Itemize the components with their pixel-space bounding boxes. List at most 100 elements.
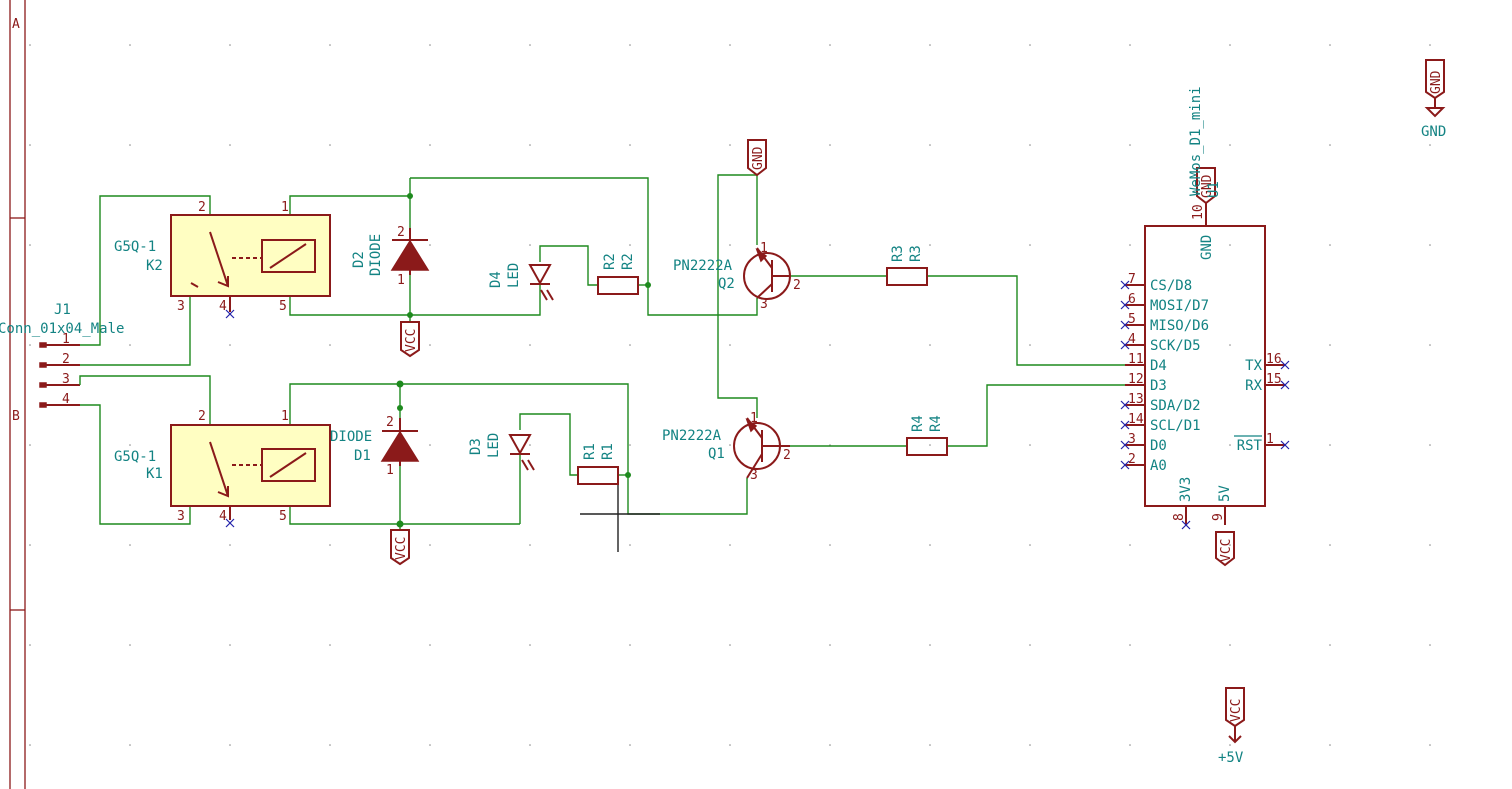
j1-ref: J1 xyxy=(54,302,71,318)
resistor-r3[interactable]: R3 R3 xyxy=(886,245,928,286)
k2-ref: K2 xyxy=(146,258,163,274)
svg-text:D0: D0 xyxy=(1150,438,1167,454)
vcc-flag-top[interactable]: VCC xyxy=(400,321,420,358)
transistor-q2[interactable]: PN2222A Q2 1 2 3 xyxy=(673,241,801,312)
resistor-r1[interactable]: R1 R1 xyxy=(577,443,619,485)
junctions xyxy=(396,193,651,528)
svg-text:VCC: VCC xyxy=(1219,539,1234,562)
vcc-flag-mcu[interactable]: VCC xyxy=(1215,531,1235,567)
svg-text:A0: A0 xyxy=(1150,458,1167,474)
r3-ref: R3 xyxy=(890,245,906,262)
grid-dots xyxy=(29,44,1431,746)
svg-text:2: 2 xyxy=(386,415,394,430)
gnd-symbol-value: GND xyxy=(1421,124,1446,140)
svg-text:4: 4 xyxy=(219,509,227,524)
gnd-flag-mcu[interactable]: GND xyxy=(1196,167,1216,205)
d1-ref: D1 xyxy=(354,448,371,464)
svg-text:RST: RST xyxy=(1237,438,1263,454)
vcc-power-symbol[interactable]: VCC +5V xyxy=(1218,687,1245,766)
r4-ref: R4 xyxy=(910,415,926,432)
mcu-pin-6[interactable]: 6 MOSI/D7 xyxy=(1120,292,1209,314)
d4-value: LED xyxy=(506,263,522,288)
relay-k2[interactable]: G5Q-1 K2 2 1 3 4 5 xyxy=(114,200,331,314)
mcu-pin-12[interactable]: 12 D3 xyxy=(1125,372,1167,394)
svg-text:2: 2 xyxy=(198,409,206,424)
svg-text:SCL/D1: SCL/D1 xyxy=(1150,418,1201,434)
q2-ref: Q2 xyxy=(718,276,735,292)
mcu-pin-2[interactable]: 2 A0 xyxy=(1120,452,1167,474)
led-d4[interactable]: D4 LED xyxy=(488,263,554,301)
r2-value: R2 xyxy=(620,253,636,270)
svg-text:2: 2 xyxy=(198,200,206,215)
svg-text:1: 1 xyxy=(750,411,758,426)
svg-text:1: 1 xyxy=(1266,432,1274,447)
svg-text:GND: GND xyxy=(1200,174,1215,198)
svg-text:5: 5 xyxy=(279,299,287,314)
svg-text:CS/D8: CS/D8 xyxy=(1150,278,1192,294)
svg-text:14: 14 xyxy=(1128,412,1144,427)
resistor-r2[interactable]: R2 R2 xyxy=(597,253,639,295)
svg-text:4: 4 xyxy=(1128,332,1136,347)
svg-text:11: 11 xyxy=(1128,352,1144,367)
svg-text:3: 3 xyxy=(760,297,768,312)
diode-d2[interactable]: D2 DIODE 2 1 xyxy=(351,225,430,288)
d4-ref: D4 xyxy=(488,271,504,288)
j1-pin-4: 4 xyxy=(62,392,70,407)
r1-value: R1 xyxy=(600,443,616,460)
svg-text:4: 4 xyxy=(219,299,227,314)
svg-text:VCC: VCC xyxy=(394,537,409,560)
vcc-flag-bottom[interactable]: VCC xyxy=(390,529,410,566)
svg-text:MOSI/D7: MOSI/D7 xyxy=(1150,298,1209,314)
d3-ref: D3 xyxy=(468,438,484,455)
q1-value: PN2222A xyxy=(662,428,722,444)
transistor-q1[interactable]: PN2222A Q1 1 2 3 xyxy=(662,411,791,483)
diode-d1[interactable]: DIODE D1 2 1 xyxy=(330,415,420,478)
svg-text:RX: RX xyxy=(1245,378,1262,394)
mcu-pin-14[interactable]: 14 SCL/D1 xyxy=(1120,412,1201,434)
led-d3[interactable]: D3 LED xyxy=(468,433,535,471)
svg-text:5: 5 xyxy=(1128,312,1136,327)
frame-row-a: A xyxy=(12,17,20,32)
mcu-value: WeMos_D1_mini xyxy=(1188,86,1204,196)
svg-text:D3: D3 xyxy=(1150,378,1167,394)
svg-text:GND: GND xyxy=(1429,70,1444,94)
svg-text:3: 3 xyxy=(177,299,185,314)
svg-text:2: 2 xyxy=(793,278,801,293)
j1-pin-3: 3 xyxy=(62,372,70,387)
k1-ref: K1 xyxy=(146,466,163,482)
svg-text:13: 13 xyxy=(1128,392,1144,407)
relay-k1[interactable]: G5Q-1 K1 2 1 3 4 5 xyxy=(114,409,331,524)
svg-text:8: 8 xyxy=(1172,513,1187,521)
j1-pin-1: 1 xyxy=(62,332,70,347)
svg-text:6: 6 xyxy=(1128,292,1136,307)
mcu-pin-9[interactable]: 95V xyxy=(1211,485,1233,525)
svg-text:5V: 5V xyxy=(1217,485,1233,502)
j1-value: Conn_01x04_Male xyxy=(0,321,124,337)
svg-text:12: 12 xyxy=(1128,372,1144,387)
svg-text:3: 3 xyxy=(750,468,758,483)
svg-text:GND: GND xyxy=(1199,235,1215,260)
gnd-power-symbol[interactable]: GND GND xyxy=(1421,59,1446,140)
k2-value: G5Q-1 xyxy=(114,239,156,255)
r3-value: R3 xyxy=(908,245,924,262)
resistor-r4[interactable]: R4 R4 xyxy=(906,415,948,456)
gnd-flag-transistors[interactable]: GND xyxy=(747,139,767,177)
r1-ref: R1 xyxy=(582,443,598,460)
svg-text:2: 2 xyxy=(783,448,791,463)
d1-value: DIODE xyxy=(330,429,372,445)
svg-text:1: 1 xyxy=(281,409,289,424)
connector-j1[interactable]: J1 Conn_01x04_Male 1 2 3 4 xyxy=(0,302,124,408)
svg-text:2: 2 xyxy=(1128,452,1136,467)
